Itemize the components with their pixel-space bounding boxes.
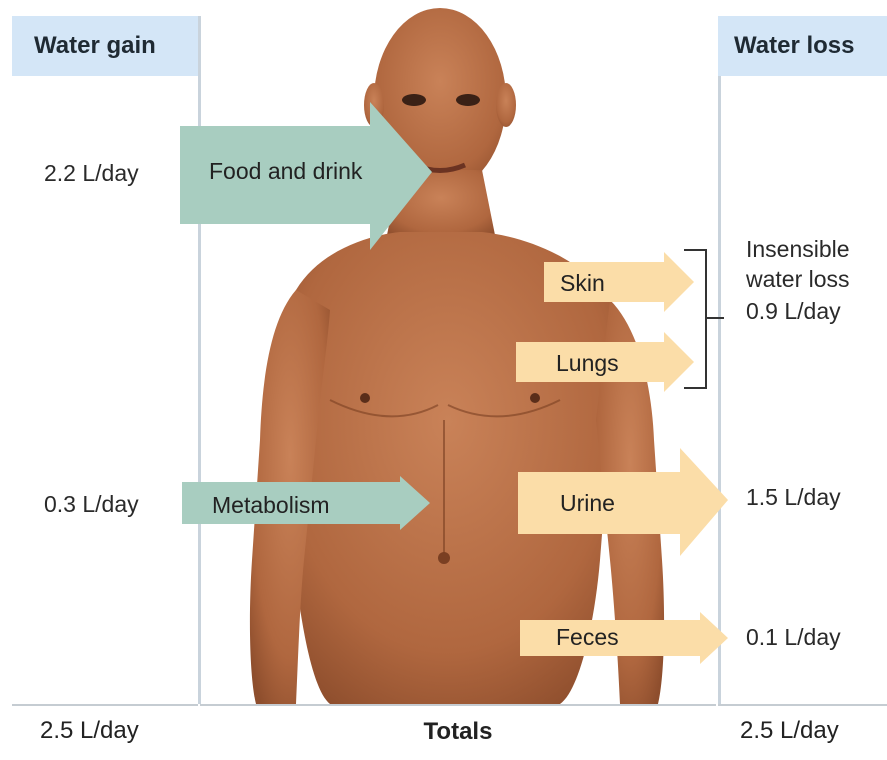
food-arrow-label: Food and drink [209, 158, 362, 185]
insensible-label-2: water loss [746, 266, 850, 293]
feces-value: 0.1 L/day [746, 624, 841, 651]
feces-arrow-label: Feces [556, 624, 619, 651]
lungs-arrow-label: Lungs [556, 350, 619, 377]
food-value: 2.2 L/day [44, 160, 139, 187]
metabolism-value: 0.3 L/day [44, 491, 139, 518]
skin-arrow-label: Skin [560, 270, 605, 297]
insensible-bracket [684, 250, 724, 388]
totals-label: Totals [200, 704, 716, 758]
metabolism-arrow-label: Metabolism [212, 492, 330, 519]
urine-arrow [518, 448, 728, 556]
urine-value: 1.5 L/day [746, 484, 841, 511]
urine-arrow-label: Urine [560, 490, 615, 517]
feces-arrow [520, 612, 728, 664]
loss-total: 2.5 L/day [718, 704, 887, 756]
insensible-value: 0.9 L/day [746, 298, 841, 325]
gain-total: 2.5 L/day [12, 704, 198, 756]
insensible-label-1: Insensible [746, 236, 850, 263]
